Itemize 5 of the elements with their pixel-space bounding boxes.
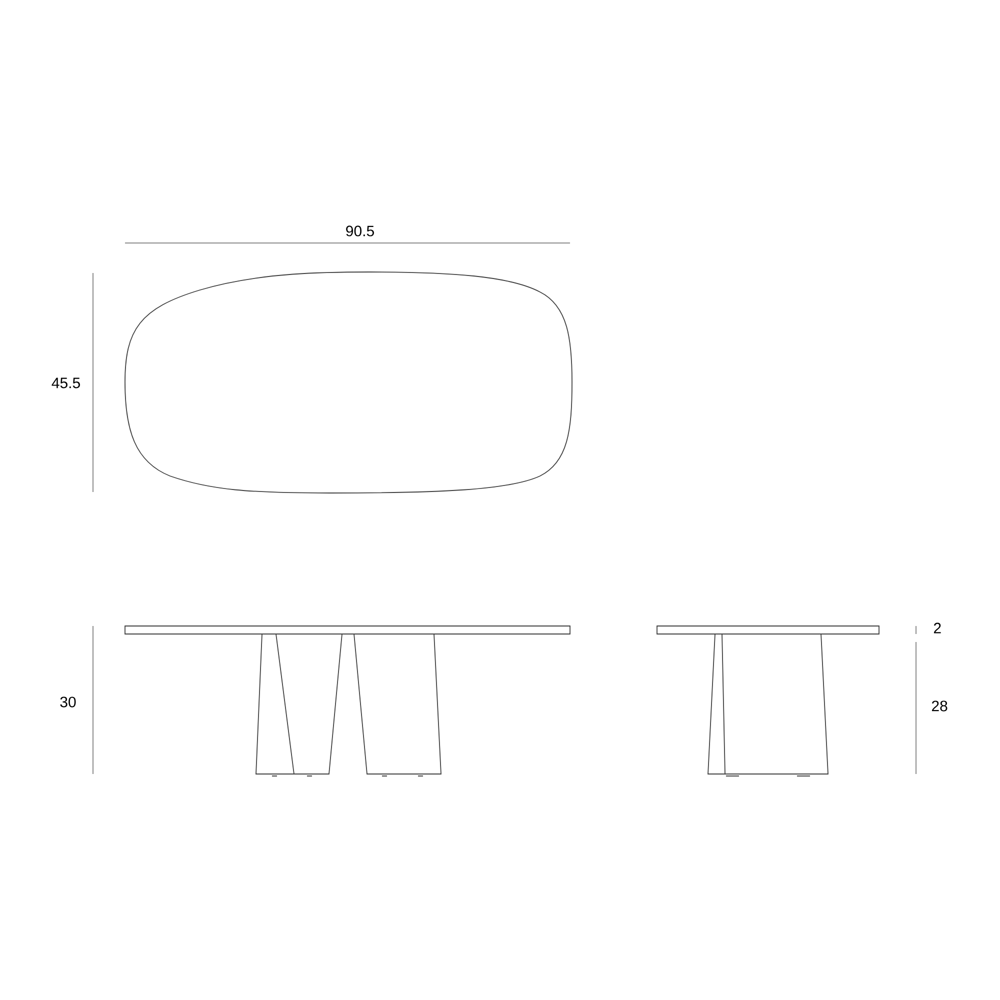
dimension-label: 28 <box>932 700 948 712</box>
dimension-label: 90.5 <box>346 226 374 236</box>
dimension-label: 30 <box>60 696 76 708</box>
dimension-label: 45.5 <box>52 378 80 388</box>
dimension-label: 2 <box>934 622 941 634</box>
